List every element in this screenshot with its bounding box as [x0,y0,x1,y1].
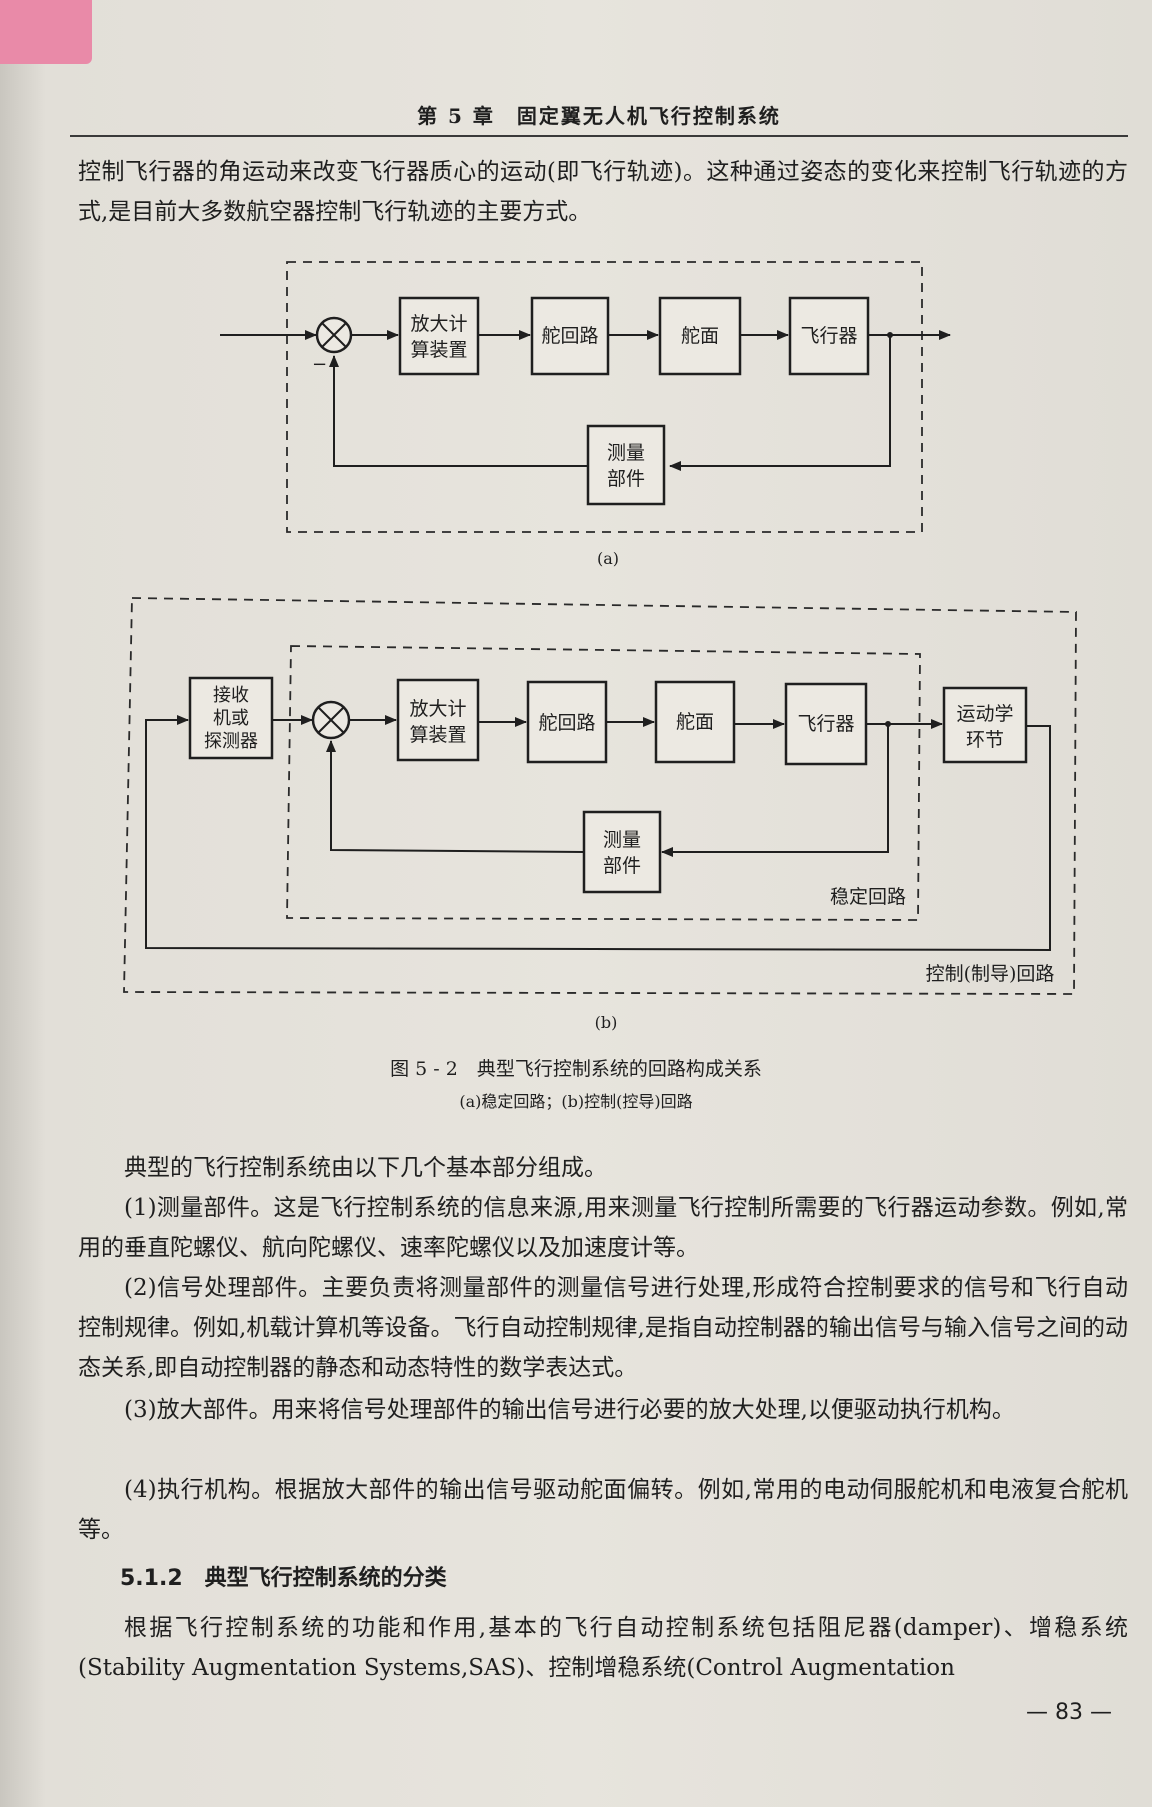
figure-caption: 图 5 - 2 典型飞行控制系统的回路构成关系 [390,1058,762,1080]
measure-label-b-2: 部件 [603,855,641,877]
servo-loop-label-b: 舵回路 [538,712,595,734]
section-title: 典型飞行控制系统的分类 [204,1566,447,1591]
kinematics-block [942,686,1028,764]
summing-junction-b [311,700,351,740]
body-paragraph-2: (2)信号处理部件。主要负责将测量部件的测量信号进行处理,形成符合控制要求的信号… [78,1275,1128,1381]
control-surface-block-b [654,680,736,764]
diagram-b: 接收 机或 探测器 放大计 算装置 舵回路 舵面 飞行器 运动学 环节 [123,597,1077,1032]
measure-label-a-1: 测量 [607,442,645,464]
receiver-label-2: 机或 [213,708,249,729]
aircraft-label-a: 飞行器 [800,325,857,347]
aircraft-label-b: 飞行器 [797,713,854,735]
control-surface-label-b: 舵面 [676,711,714,733]
section-number: 5.1.2 [120,1566,183,1591]
amp-calc-label-a-1: 放大计 [410,313,467,335]
stability-loop-boundary-b [286,645,921,921]
control-loop-boundary [123,597,1077,995]
amp-calc-block-b [396,678,480,762]
running-head: 第 5 章 固定翼无人机飞行控制系统 [70,100,1128,137]
body-paragraph-0: 典型的飞行控制系统由以下几个基本部分组成。 [124,1155,607,1181]
minus-sign-a: − [312,354,327,375]
amp-calc-label-b-2: 算装置 [409,724,466,746]
intro-paragraph: 控制飞行器的角运动来改变飞行器质心的运动(即飞行轨迹)。这种通过姿态的变化来控制… [78,159,1128,225]
receiver-label-3: 探测器 [204,731,258,752]
stability-loop-boundary-a [286,261,923,533]
servo-loop-label-a: 舵回路 [541,325,598,347]
section-heading: 5.1.2 典型飞行控制系统的分类 [120,1560,447,1592]
amp-calc-label-a-2: 算装置 [410,339,467,361]
stability-loop-label: 稳定回路 [830,886,906,908]
control-loop-label: 控制(制导)回路 [926,963,1055,985]
body-paragraph-1: (1)测量部件。这是飞行控制系统的信息来源,用来测量飞行控制所需要的飞行器运动参… [78,1195,1128,1261]
measure-block-b [582,810,662,894]
measure-block-a [586,424,666,506]
control-surface-label-a: 舵面 [681,325,719,347]
body-paragraph-3: (3)放大部件。用来将信号处理部件的输出信号进行必要的放大处理,以便驱动执行机构… [124,1397,1015,1423]
diagram-a-label: (a) [597,549,619,568]
amp-calc-block-a [398,296,480,376]
figure-subcaption: (a)稳定回路；(b)控制(控导)回路 [459,1092,693,1111]
receiver-block [188,676,274,760]
final-paragraph: 根据飞行控制系统的功能和作用,基本的飞行自动控制系统包括阻尼器(damper)、… [78,1615,1128,1681]
measure-label-a-2: 部件 [607,468,645,490]
summing-junction-a [315,316,353,354]
amp-calc-label-b-1: 放大计 [409,698,466,720]
kinematics-label-1: 运动学 [956,703,1013,725]
receiver-label-1: 接收 [213,685,249,706]
pink-bookmark-tab [0,0,92,64]
diagram-b-label: (b) [595,1013,618,1032]
measure-label-b-1: 测量 [603,829,641,851]
kinematics-label-2: 环节 [966,729,1004,751]
body-paragraph-4: (4)执行机构。根据放大部件的输出信号驱动舵面偏转。例如,常用的电动伺服舵机和电… [78,1477,1128,1543]
servo-loop-block-a [530,296,610,376]
page-number: — 83 — [1026,1700,1112,1725]
diagram-a: − 放大计 算装置 舵回路 舵面 飞行器 测量 部件 (a) [220,261,951,568]
